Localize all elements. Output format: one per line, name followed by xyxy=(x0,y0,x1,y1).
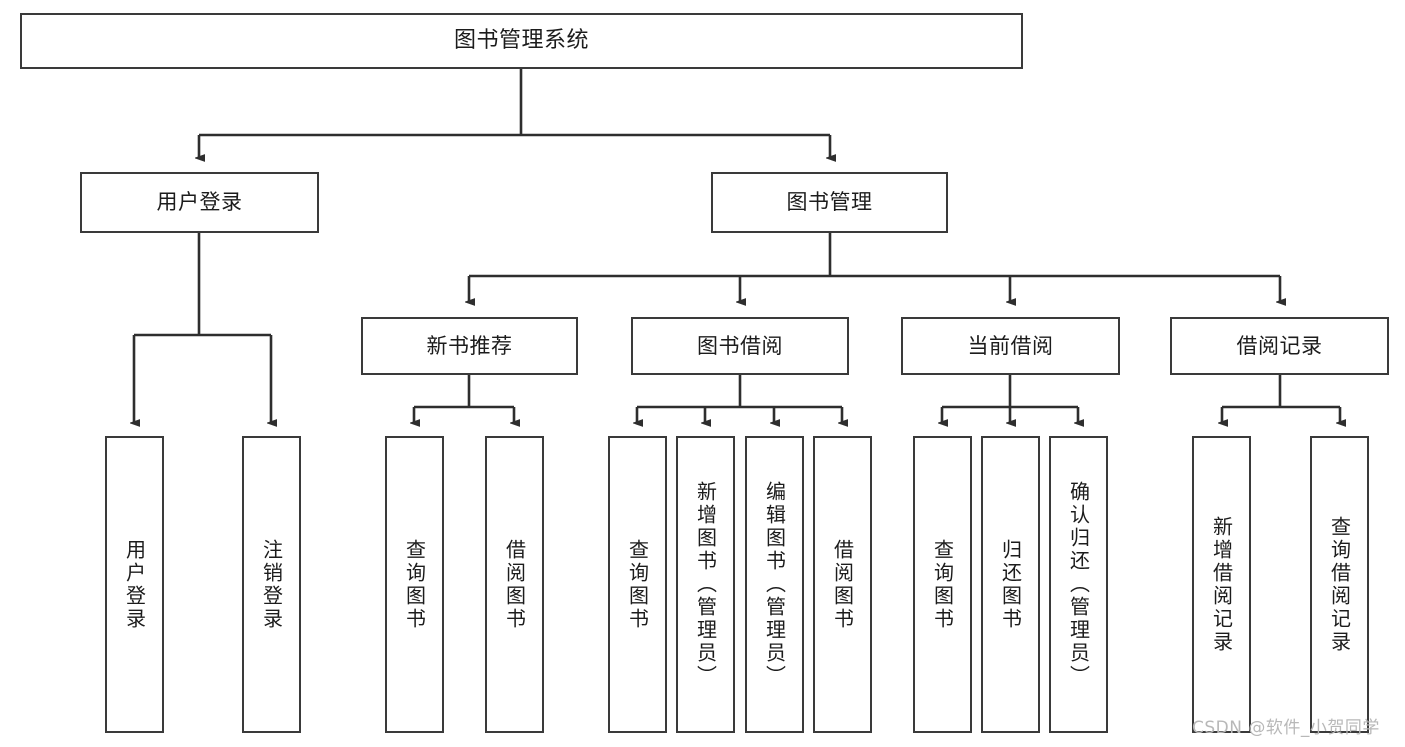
node-label: 新增借阅记录 xyxy=(1209,515,1234,654)
leaf-record-query-borrow-record[interactable]: 查询借阅记录 xyxy=(1310,436,1369,733)
leaf-logout[interactable]: 注销登录 xyxy=(242,436,301,733)
node-label: 用户登录 xyxy=(156,190,243,215)
node-label: 当前借阅 xyxy=(967,333,1054,358)
node-label: 图书借阅 xyxy=(697,333,783,358)
node-borrow-record[interactable]: 借阅记录 xyxy=(1170,317,1389,375)
leaf-borrow-borrow-book[interactable]: 借阅图书 xyxy=(813,436,872,733)
leaf-borrow-query-book[interactable]: 查询图书 xyxy=(608,436,667,733)
node-current-borrow[interactable]: 当前借阅 xyxy=(901,317,1120,375)
leaf-borrow-edit-book-admin[interactable]: 编辑图书（管理员） xyxy=(745,436,804,733)
node-user-login[interactable]: 用户登录 xyxy=(80,172,319,233)
leaf-new-book-query-book[interactable]: 查询图书 xyxy=(385,436,444,733)
node-label: 新增图书（管理员） xyxy=(693,481,718,688)
node-label: 新书推荐 xyxy=(426,333,513,358)
node-label: 用户登录 xyxy=(122,538,147,631)
node-label: 归还图书 xyxy=(998,538,1023,631)
leaf-borrow-add-book-admin[interactable]: 新增图书（管理员） xyxy=(676,436,735,733)
leaf-new-book-borrow-book[interactable]: 借阅图书 xyxy=(485,436,544,733)
node-label: 编辑图书（管理员） xyxy=(762,481,787,688)
leaf-current-return-book[interactable]: 归还图书 xyxy=(981,436,1040,733)
node-label: 查询图书 xyxy=(402,538,427,631)
node-label: 图书管理系统 xyxy=(453,28,589,54)
leaf-current-confirm-return-admin[interactable]: 确认归还（管理员） xyxy=(1049,436,1108,733)
leaf-current-query-book[interactable]: 查询图书 xyxy=(913,436,972,733)
node-root-book-management-system[interactable]: 图书管理系统 xyxy=(20,13,1023,69)
node-label: 借阅图书 xyxy=(830,538,855,631)
node-label: 借阅图书 xyxy=(502,538,527,631)
leaf-user-login[interactable]: 用户登录 xyxy=(105,436,164,733)
leaf-record-add-borrow-record[interactable]: 新增借阅记录 xyxy=(1192,436,1251,733)
node-book-borrow[interactable]: 图书借阅 xyxy=(631,317,849,375)
node-label: 注销登录 xyxy=(259,538,284,631)
node-new-book-recommendation[interactable]: 新书推荐 xyxy=(361,317,578,375)
node-label: 查询借阅记录 xyxy=(1327,515,1352,654)
node-label: 确认归还（管理员） xyxy=(1066,481,1091,688)
node-label: 查询图书 xyxy=(625,538,650,631)
node-label: 图书管理 xyxy=(786,190,873,215)
node-book-management[interactable]: 图书管理 xyxy=(711,172,948,233)
csdn-watermark: CSDN @软件_小贺同学 xyxy=(1192,718,1380,738)
node-label: 查询图书 xyxy=(930,538,955,631)
node-label: 借阅记录 xyxy=(1236,333,1323,358)
